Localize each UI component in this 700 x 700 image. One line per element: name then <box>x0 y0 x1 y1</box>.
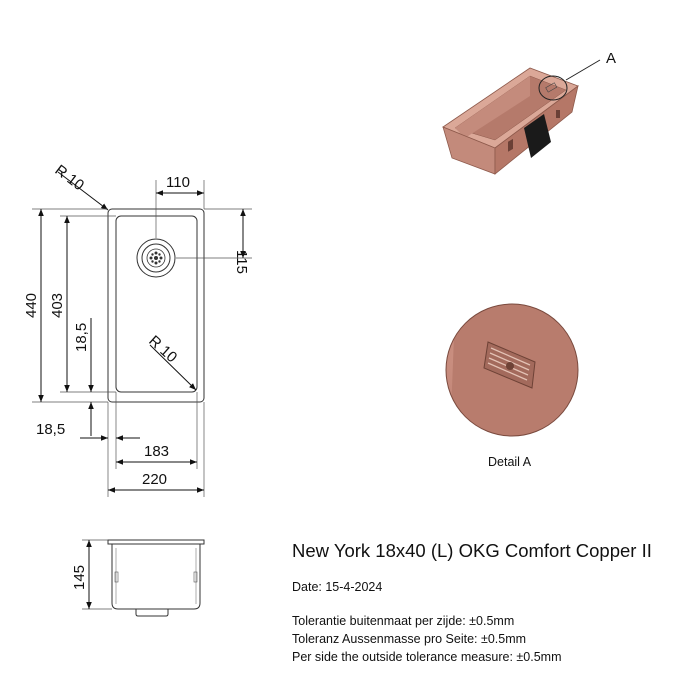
callout-leader <box>565 59 601 81</box>
drawing-date: Date: 15-4-2024 <box>292 580 383 594</box>
side-drain <box>135 609 169 617</box>
dim-18-5-h-label: 18,5 <box>36 421 65 438</box>
drawing-title: New York 18x40 (L) OKG Comfort Copper II <box>292 540 652 561</box>
callout-label: A <box>606 50 616 67</box>
side-body <box>111 544 201 610</box>
iso-clip <box>556 110 560 118</box>
tolerance-en: Per side the outside tolerance measure: … <box>292 650 562 664</box>
dim-220-label: 220 <box>142 471 167 488</box>
iso-bowl-wall <box>455 76 530 138</box>
r-inner-leader <box>149 344 197 391</box>
dim-115-label: 115 <box>233 250 250 274</box>
r-inner-label: R 10 <box>145 332 180 366</box>
overflow-slot <box>545 82 558 93</box>
tolerance-de: Toleranz Aussenmasse pro Seite: ±0.5mm <box>292 632 527 646</box>
side-clip <box>193 571 198 583</box>
callout-circle <box>538 75 568 101</box>
detail-caption: Detail A <box>488 455 532 469</box>
drain-icon <box>136 238 176 278</box>
dim-110-label: 110 <box>166 174 190 191</box>
dim-18-5-v-label: 18,5 <box>73 323 90 352</box>
tolerance-nl: Tolerantie buitenmaat per zijde: ±0.5mm <box>292 614 515 628</box>
r-outer-leader <box>57 171 109 211</box>
iso-sink-view: A <box>442 50 616 175</box>
dim-183-label: 183 <box>144 443 169 460</box>
r-outer-label: R 10 <box>52 162 88 195</box>
detail-a-view <box>445 303 579 437</box>
dim-403-label: 403 <box>49 293 66 318</box>
top-view: R 10 R 10 110 115 440 403 18,5 18,5 <box>23 162 252 497</box>
dim-440-label: 440 <box>23 293 40 318</box>
dim-145-label: 145 <box>71 565 88 590</box>
side-clip <box>114 571 119 583</box>
side-rim <box>107 539 205 545</box>
overflow-hole <box>506 362 514 370</box>
iso-mount-strip <box>524 114 551 158</box>
iso-clip <box>508 138 513 152</box>
sink-inner-outline <box>115 215 198 393</box>
detail-border <box>445 303 579 437</box>
side-view: 145 <box>71 539 205 617</box>
